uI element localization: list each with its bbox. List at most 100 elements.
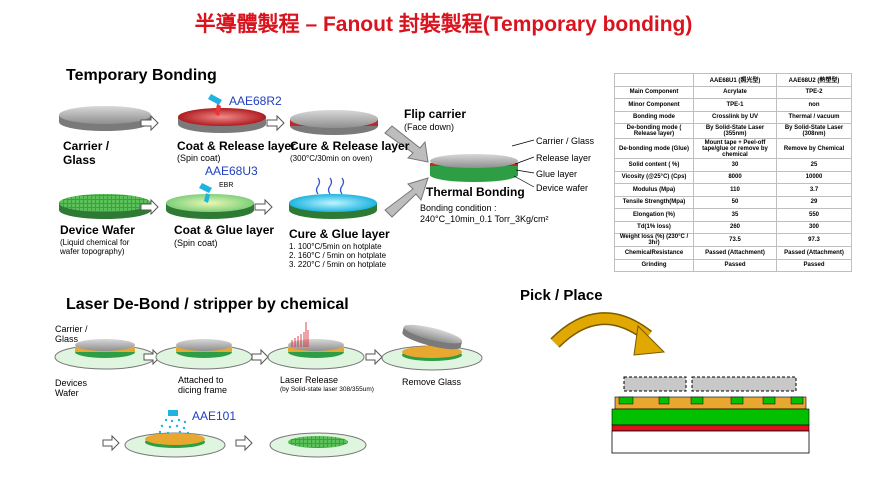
table-cell: Tensile Strength(Mpa) <box>614 195 694 209</box>
table-cell: Grinding <box>614 258 694 272</box>
table-cell: Minor Component <box>614 98 694 112</box>
table-cell: Elongation (%) <box>614 208 694 222</box>
table-header-cell: AAE68U2 (熱塑型) <box>776 73 852 87</box>
dispense-nozzle-icon <box>208 94 222 116</box>
cure-glue-step-3: 3. 220°C / 5min on hotplate <box>289 260 387 269</box>
bonding-condition-value: 240°C_10min_0.1 Torr_3Kg/cm² <box>420 214 549 224</box>
debond-carrier-label: Carrier / Glass <box>55 324 88 344</box>
table-cell: Bonding mode <box>614 110 694 124</box>
table-cell: Main Component <box>614 85 694 99</box>
laser-debond-heading: Laser De-Bond / stripper by chemical <box>66 296 349 313</box>
table-cell: De-bonding mode (Glue) <box>614 138 694 159</box>
debond-step-3 <box>267 322 365 370</box>
arrow-icon <box>254 198 273 216</box>
cure-glue-step-1: 1. 100°C/5min on hotplate <box>289 242 382 251</box>
page-title: 半導體製程 – Fanout 封裝製程(Temporary bonding) <box>194 13 693 36</box>
debond-devices-label: Devices Wafer <box>55 378 88 398</box>
attached-frame-label: Attached to dicing frame <box>178 375 228 395</box>
table-cell: 97.3 <box>776 233 852 247</box>
coat-glue-wafer <box>166 194 254 219</box>
ebr-label: EBR <box>219 182 234 189</box>
table-cell: TPE-2 <box>776 85 852 99</box>
stack-label-carrier: Carrier / Glass <box>536 136 595 146</box>
laser-release-label: Laser Release <box>280 375 339 385</box>
dispense-nozzle-icon <box>199 183 212 203</box>
table-header-row: AAE68U1 (照光型) AAE68U2 (熱塑型) <box>614 73 852 87</box>
carrier-glass-label: Carrier / Glass <box>63 139 110 167</box>
cure-glue-wafer <box>289 194 377 219</box>
table-header-cell <box>614 73 694 87</box>
table-cell: 25 <box>776 158 852 172</box>
table-cell: By Solid-State Laser (355nm) <box>693 123 777 139</box>
heat-icon <box>315 177 345 195</box>
table-cell: Mount tape + Peel-off tape/glue or remov… <box>693 138 777 159</box>
table-cell: 550 <box>776 208 852 222</box>
aae68u3-label: AAE68U3 <box>205 164 258 178</box>
table-cell: Solid content ( %) <box>614 158 694 172</box>
device-wafer <box>59 194 151 219</box>
table-row: De-bonding mode (Glue)Mount tape + Peel-… <box>614 138 852 159</box>
cure-release-wafer <box>290 110 378 135</box>
table-cell: Passed (Attachment) <box>776 246 852 260</box>
laser-release-sub: (by Solid-state laser 308/355um) <box>280 386 374 393</box>
pick-place-diagram <box>550 312 810 454</box>
table-cell: 50 <box>693 195 777 209</box>
device-wafer-sub: (Liquid chemical for wafer topography) <box>60 238 130 256</box>
table-cell: By Solid-State Laser (308nm) <box>776 123 852 139</box>
cure-glue-label: Cure & Glue layer <box>289 227 390 241</box>
stack-label-release: Release layer <box>536 153 592 163</box>
bonding-condition-title: Bonding condition : <box>420 203 497 213</box>
flip-arrow-icon <box>384 125 429 163</box>
spec-table: AAE68U1 (照光型) AAE68U2 (熱塑型) Main Compone… <box>614 73 852 272</box>
table-cell: Td(1% loss) <box>614 220 694 234</box>
cure-release-label: Cure & Release layer <box>290 139 410 153</box>
table-cell: 30 <box>693 158 777 172</box>
arrow-icon <box>140 198 159 216</box>
table-cell: Remove by Chemical <box>776 138 852 159</box>
chemical-strip-step <box>124 410 226 458</box>
coat-release-label: Coat & Release layer <box>177 139 296 153</box>
table-cell: 300 <box>776 220 852 234</box>
device-wafer-label: Device Wafer <box>60 223 135 237</box>
table-cell: non <box>776 98 852 112</box>
debond-step-1 <box>54 339 156 370</box>
table-cell: 29 <box>776 195 852 209</box>
cure-release-sub: (300°C/30min on oven) <box>290 154 373 163</box>
arrow-icon <box>102 434 120 452</box>
table-cell: 35 <box>693 208 777 222</box>
arrow-icon <box>266 114 285 132</box>
table-cell: Modulus (Mpa) <box>614 183 694 197</box>
arrow-icon <box>235 434 253 452</box>
table-cell: TPE-1 <box>693 98 777 112</box>
stack-label-glue: Glue layer <box>536 169 578 179</box>
merge-arrow-icon <box>384 177 429 218</box>
table-cell: Acrylate <box>693 85 777 99</box>
table-cell: Crosslink by UV <box>693 110 777 124</box>
arrow-icon <box>140 114 159 132</box>
thermal-bonding-stack <box>430 139 535 188</box>
cure-glue-step-2: 2. 160°C / 5min on hotplate <box>289 251 387 260</box>
coat-release-sub: (Spin coat) <box>177 153 221 163</box>
table-header-cell: AAE68U1 (照光型) <box>693 73 777 87</box>
table-cell: 110 <box>693 183 777 197</box>
remove-glass-label: Remove Glass <box>402 377 462 387</box>
table-cell: Thermal / vacuum <box>776 110 852 124</box>
table-cell: Passed (Attachment) <box>693 246 777 260</box>
table-cell: Passed <box>693 258 777 272</box>
flip-carrier-label: Flip carrier <box>404 107 467 121</box>
stack-label-device: Device wafer <box>536 183 589 193</box>
final-wafer-step <box>269 432 367 458</box>
